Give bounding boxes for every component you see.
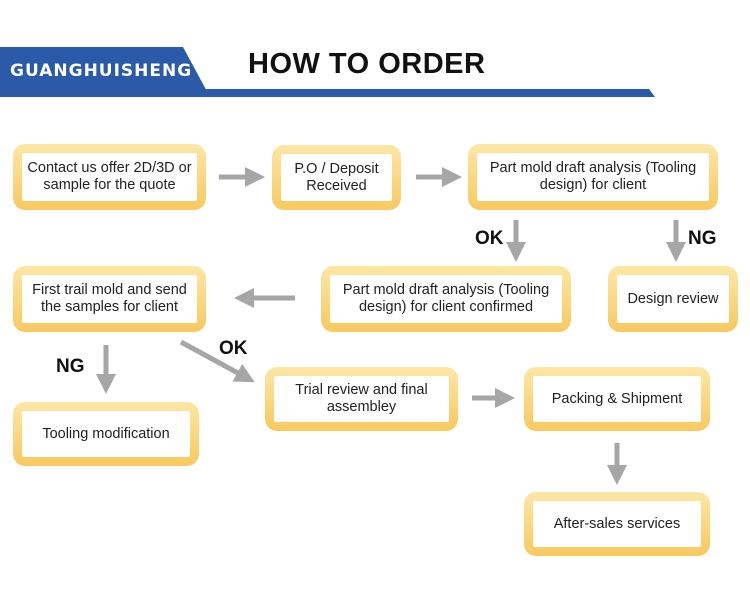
label-ok-draft: OK: [475, 228, 504, 249]
step-design-review-text: Design review: [617, 275, 729, 323]
step-packing-shipment-text: Packing & Shipment: [533, 376, 701, 422]
step-draft-analysis-text: Part mold draft analysis (Tooling design…: [477, 153, 709, 201]
step-tooling-modification: Tooling modification: [13, 402, 199, 466]
step-po-deposit-text: P.O / Deposit Received: [281, 154, 392, 201]
step-draft-confirmed-text: Part mold draft analysis (Tooling design…: [330, 275, 562, 323]
header-rule: [200, 89, 655, 97]
step-draft-confirmed: Part mold draft analysis (Tooling design…: [321, 266, 571, 332]
step-design-review: Design review: [608, 266, 738, 332]
step-po-deposit: P.O / Deposit Received: [272, 145, 401, 210]
label-ok-first-trail: OK: [219, 338, 248, 359]
step-trial-review-text: Trial review and final assembley: [274, 376, 449, 422]
step-first-trail: First trail mold and send the samples fo…: [13, 266, 206, 332]
step-contact-text: Contact us offer 2D/3D or sample for the…: [22, 153, 197, 201]
step-contact: Contact us offer 2D/3D or sample for the…: [13, 144, 206, 210]
step-tooling-modification-text: Tooling modification: [22, 411, 190, 457]
brand-name: GUANGHUISHENG: [10, 61, 193, 81]
page-title: HOW TO ORDER: [248, 48, 486, 80]
step-after-sales-text: After-sales services: [533, 501, 701, 547]
arrow-first-ok-diagonal: [179, 339, 255, 383]
step-after-sales: After-sales services: [524, 492, 710, 556]
step-packing-shipment: Packing & Shipment: [524, 367, 710, 431]
step-first-trail-text: First trail mold and send the samples fo…: [22, 275, 197, 323]
step-trial-review: Trial review and final assembley: [265, 367, 458, 431]
step-draft-analysis: Part mold draft analysis (Tooling design…: [468, 144, 718, 210]
brand-banner: [0, 47, 210, 97]
label-ng-first-trail: NG: [56, 356, 85, 377]
label-ng-draft: NG: [688, 228, 717, 249]
